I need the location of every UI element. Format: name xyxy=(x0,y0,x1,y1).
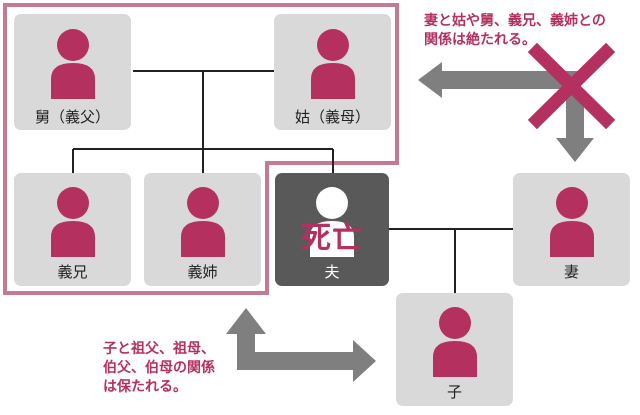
note-in-law-relation-severed: 妻と姑や舅、義兄、義姉との 関係は絶たれる。 xyxy=(424,13,606,48)
husbands-family-frame xyxy=(3,3,399,295)
person-label: 義兄 xyxy=(57,263,88,281)
cross-mark-icon xyxy=(527,42,616,130)
deceased-mark: 死亡 xyxy=(301,221,363,256)
person-card-father-in-law: 舅（義父） xyxy=(14,14,131,130)
person-label: 妻 xyxy=(563,263,579,281)
person-icon xyxy=(180,187,225,257)
person-icon xyxy=(50,187,95,257)
kept-relation-arrow xyxy=(226,308,376,382)
person-card-older-brother-in-law: 義兄 xyxy=(14,173,131,286)
person-icon xyxy=(50,29,95,99)
person-card-child: 子 xyxy=(396,293,513,406)
person-icon xyxy=(549,187,594,257)
person-icon xyxy=(432,307,477,377)
person-card-husband: 死亡 夫 xyxy=(275,173,389,286)
person-icon xyxy=(310,187,354,257)
note-grandparent-relation-kept: 子と祖父、祖母、 伯父、伯母の関係 は保たれる。 xyxy=(103,341,215,395)
person-label: 義姉 xyxy=(187,263,218,281)
person-card-older-sister-in-law: 義姉 xyxy=(144,173,261,286)
person-label: 舅（義父） xyxy=(34,108,110,126)
person-card-wife: 妻 xyxy=(513,173,630,286)
person-icon xyxy=(310,29,355,99)
person-label: 夫 xyxy=(324,263,340,281)
person-label: 子 xyxy=(446,383,462,401)
person-label: 姑（義母） xyxy=(294,108,370,126)
severed-relation-arrow xyxy=(418,62,578,98)
down-arrow-to-wife xyxy=(556,89,594,162)
person-card-mother-in-law: 姑（義母） xyxy=(274,14,391,130)
